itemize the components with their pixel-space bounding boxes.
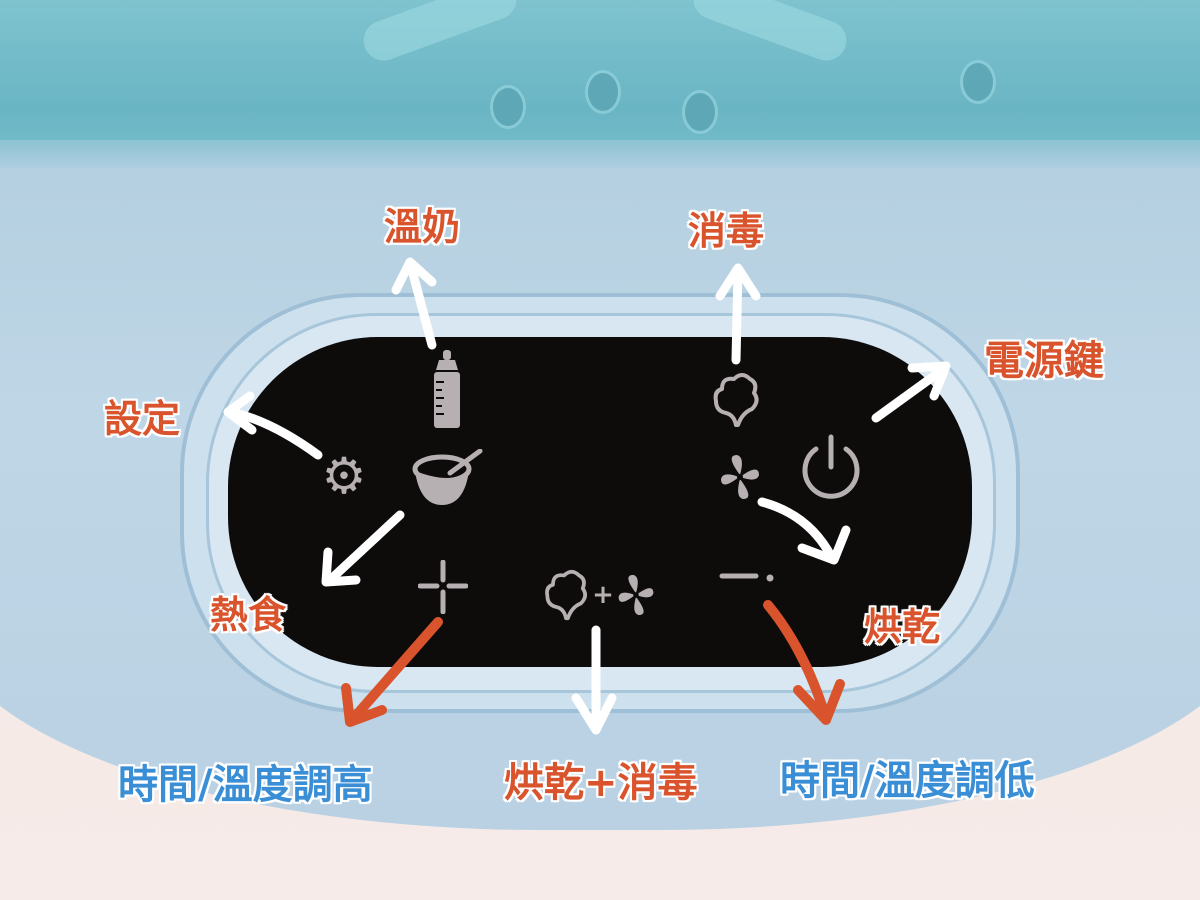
bowl-icon: [412, 449, 482, 505]
fan-icon: [721, 455, 759, 499]
power-button[interactable]: [796, 432, 866, 504]
steam-cloud-icon: [713, 373, 759, 427]
label-increase: 時間/溫度調高: [118, 762, 373, 808]
sterilize-button[interactable]: [712, 370, 760, 430]
minus-icon: [719, 573, 774, 582]
label-heat-food: 熱食: [210, 593, 287, 637]
bottle-icon: [434, 350, 460, 428]
label-decrease: 時間/溫度調低: [780, 758, 1035, 804]
steam-cloud-icon: [545, 569, 588, 621]
label-dry: 烘乾: [864, 605, 941, 649]
control-panel: [228, 337, 972, 667]
label-sterilize: 消毒: [688, 209, 765, 253]
lid-ridge: [357, 0, 523, 67]
warm-milk-button[interactable]: [428, 350, 466, 430]
lid-rim: [0, 138, 1200, 168]
plus-sign: +: [592, 580, 614, 610]
increase-button[interactable]: [418, 560, 468, 614]
decrease-button[interactable]: [718, 564, 782, 588]
lid-ridge: [687, 0, 853, 67]
settings-button[interactable]: ⚙: [321, 447, 367, 505]
lid-vent-hole: [585, 70, 621, 114]
label-dry-sterilize: 烘乾+消毒: [504, 760, 698, 806]
power-icon: [802, 434, 860, 499]
label-power: 電源鍵: [984, 338, 1104, 384]
lid-vent-hole: [490, 85, 526, 129]
heat-food-button[interactable]: [410, 448, 485, 508]
label-settings: 設定: [104, 397, 181, 441]
plus-icon: [418, 560, 468, 614]
lid-vent-hole: [960, 60, 996, 104]
dry-sterilize-button[interactable]: +: [536, 568, 662, 622]
fan-icon: [618, 574, 654, 616]
label-warm-milk: 溫奶: [384, 205, 461, 249]
gear-icon: ⚙: [321, 447, 367, 505]
dry-button[interactable]: [718, 452, 762, 502]
lid-vent-hole: [682, 90, 718, 134]
